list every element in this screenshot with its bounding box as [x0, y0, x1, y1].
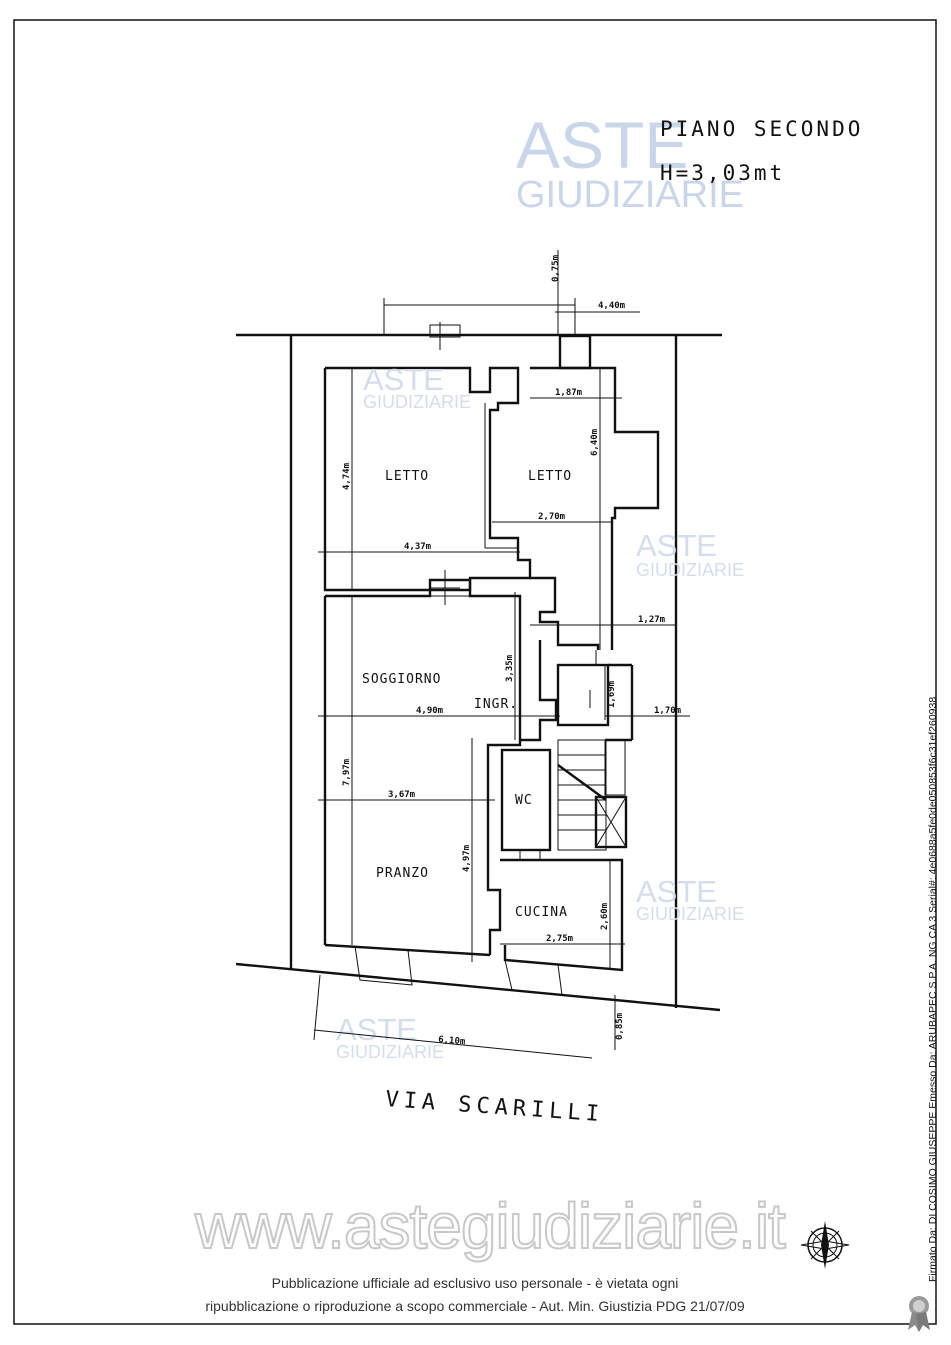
kitchen-walls — [500, 858, 624, 972]
dim-1-27: 1,27m — [638, 615, 666, 625]
wall-set-corridor — [520, 576, 634, 851]
dim-1-69: 1,69m — [607, 680, 617, 708]
footer-line-1: Pubblicazione ufficiale ad esclusivo uso… — [272, 1275, 679, 1291]
wc-room — [500, 748, 552, 852]
dim-0-75: 0,75m — [551, 254, 561, 282]
compass-rose-icon — [800, 1221, 850, 1269]
dim-2-60: 2,60m — [600, 902, 610, 930]
svg-text:GIUDIZIARIE: GIUDIZIARIE — [336, 1042, 444, 1062]
watermark-logo-top: ASTE GIUDIZIARIE — [516, 108, 744, 216]
dim-1-70: 1,70m — [654, 706, 682, 716]
room-label-wc: WC — [515, 793, 533, 808]
watermark-small-1: ASTE GIUDIZIARIE — [363, 362, 471, 412]
svg-text:GIUDIZIARIE: GIUDIZIARIE — [636, 560, 744, 580]
street-windows — [354, 945, 563, 996]
page-frame — [13, 19, 937, 1325]
dim-0-85: 0,85m — [615, 1012, 625, 1040]
dim-4-90: 4,90m — [416, 706, 444, 716]
dim-4-37: 4,37m — [404, 542, 432, 552]
svg-text:ASTE: ASTE — [636, 874, 717, 909]
room-label-soggiorno: SOGGIORNO — [362, 672, 441, 687]
height-label: H=3,03mt — [660, 161, 785, 185]
door-markers — [430, 322, 591, 708]
dim-3-67: 3,67m — [388, 790, 416, 800]
room-label-pranzo: PRANZO — [376, 866, 429, 881]
watermark-small-2: ASTE GIUDIZIARIE — [636, 528, 744, 580]
watermark-brand-bottom: GIUDIZIARIE — [516, 174, 744, 216]
dim-1-87: 1,87m — [555, 388, 583, 398]
floor-title: PIANO SECONDO — [660, 117, 863, 141]
street-name: VIA SCARILLI — [385, 1087, 605, 1127]
dim-6-10: 6,10m — [438, 1035, 466, 1047]
watermark-small-4: ASTE GIUDIZIARIE — [336, 1012, 444, 1062]
room-label-letto-right: LETTO — [528, 469, 572, 484]
svg-text:ASTE: ASTE — [363, 362, 444, 397]
dim-2-70: 2,70m — [538, 512, 566, 522]
watermark-small-3: ASTE GIUDIZIARIE — [636, 874, 744, 924]
digital-signature-text: Firmato Da: DI COSIMO GIUSEPPE Emesso Da… — [927, 697, 939, 1282]
dim-2-75: 2,75m — [546, 934, 574, 944]
dim-3-35: 3,35m — [505, 654, 515, 682]
room-label-ingresso: INGR. — [474, 697, 518, 712]
footer-line-2: ripubblicazione o riproduzione a scopo c… — [205, 1298, 744, 1314]
dim-4-74: 4,74m — [342, 462, 352, 490]
dim-7-97: 7,97m — [342, 758, 352, 786]
website-watermark: www.astegiudiziarie.it — [194, 1190, 786, 1262]
dim-6-40: 6,40m — [590, 428, 600, 456]
wall-set-bedrooms — [323, 366, 660, 650]
room-label-letto-left: LETTO — [385, 469, 429, 484]
svg-text:GIUDIZIARIE: GIUDIZIARIE — [636, 904, 744, 924]
dim-4-40: 4,40m — [598, 301, 626, 311]
dimension-lines — [313, 250, 690, 1059]
certification-seal-icon — [908, 1296, 930, 1332]
room-label-cucina: CUCINA — [515, 905, 568, 920]
wall-set-living — [323, 578, 522, 957]
svg-text:GIUDIZIARIE: GIUDIZIARIE — [363, 392, 471, 412]
svg-text:ASTE: ASTE — [336, 1012, 417, 1047]
dim-4-97: 4,97m — [462, 844, 472, 872]
svg-text:ASTE: ASTE — [636, 528, 717, 563]
watermark-brand-top: ASTE — [516, 108, 688, 182]
